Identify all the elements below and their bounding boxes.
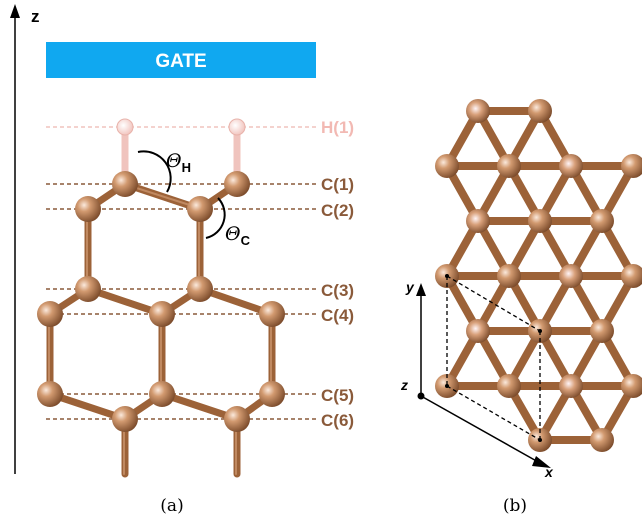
unit-cell: [446, 275, 541, 441]
carbon-atom: [112, 171, 138, 197]
lattice-atom: [559, 264, 583, 288]
theta-h-arc: [137, 150, 172, 193]
layer-label-c5: C(5): [321, 386, 354, 405]
z-axis-arrowhead: [10, 4, 20, 18]
x-axis-label: x: [544, 464, 554, 480]
lattice-atom: [621, 264, 642, 288]
theta-c-arc: [205, 197, 226, 239]
carbon-atom: [149, 301, 175, 327]
hydrogen-atoms: [116, 118, 246, 136]
lattice-atom: [590, 319, 614, 343]
gate-bar: [46, 42, 316, 78]
lattice-atom: [466, 209, 490, 233]
layer-label-h1: H(1): [321, 118, 354, 137]
lattice-atom: [466, 319, 490, 343]
panel-b: y z x (b): [400, 99, 642, 516]
lattice-atom: [497, 264, 521, 288]
carbon-atom: [149, 381, 175, 407]
z-axis-label-b: z: [400, 377, 408, 393]
z-axis-point: [417, 392, 425, 400]
lattice-atom: [559, 154, 583, 178]
panel-a: z GATE H(1) C(1) C(2) C(3) C(4) C(5) C(6…: [10, 4, 354, 516]
layer-label-c1: C(1): [321, 175, 354, 194]
layer-label-c4: C(4): [321, 306, 354, 325]
z-axis-label: z: [31, 7, 40, 26]
x-axis-arrowhead: [532, 456, 551, 468]
theta-c-label: ΘC: [225, 223, 251, 248]
carbon-atom: [224, 406, 250, 432]
lattice-atom: [621, 154, 642, 178]
carbon-atom: [112, 406, 138, 432]
carbon-atom: [37, 301, 63, 327]
carbon-atoms: [37, 171, 285, 432]
lattice-atom: [466, 99, 490, 123]
lattice-atom: [497, 374, 521, 398]
unit-cell-corners: [445, 274, 542, 442]
carbon-atom: [187, 196, 213, 222]
lattice-atom: [528, 209, 552, 233]
x-axis-line: [420, 395, 541, 464]
theta-h-label: ΘH: [166, 150, 191, 175]
carbon-atom: [224, 171, 250, 197]
carbon-atom: [75, 276, 101, 302]
lattice-atom: [590, 209, 614, 233]
carbon-atom: [259, 301, 285, 327]
lattice-atom: [435, 154, 459, 178]
caption-a: (a): [160, 496, 183, 516]
hydrogen-atom: [228, 118, 246, 136]
hydrogen-atom: [116, 118, 134, 136]
caption-b: (b): [503, 496, 527, 516]
layer-label-c3: C(3): [321, 281, 354, 300]
lattice-atom: [590, 428, 614, 452]
lattice-atom: [528, 99, 552, 123]
layer-label-c2: C(2): [321, 201, 354, 220]
lattice-atom: [559, 374, 583, 398]
carbon-atom: [37, 381, 63, 407]
lattice-atom: [497, 154, 521, 178]
y-axis-label: y: [405, 279, 415, 295]
carbon-atom: [259, 381, 285, 407]
carbon-atom: [75, 196, 101, 222]
gate-label: GATE: [155, 51, 206, 72]
carbon-atom: [187, 276, 213, 302]
lattice-atom: [621, 374, 642, 398]
layer-label-c6: C(6): [321, 411, 354, 430]
y-axis-arrowhead: [416, 283, 426, 296]
